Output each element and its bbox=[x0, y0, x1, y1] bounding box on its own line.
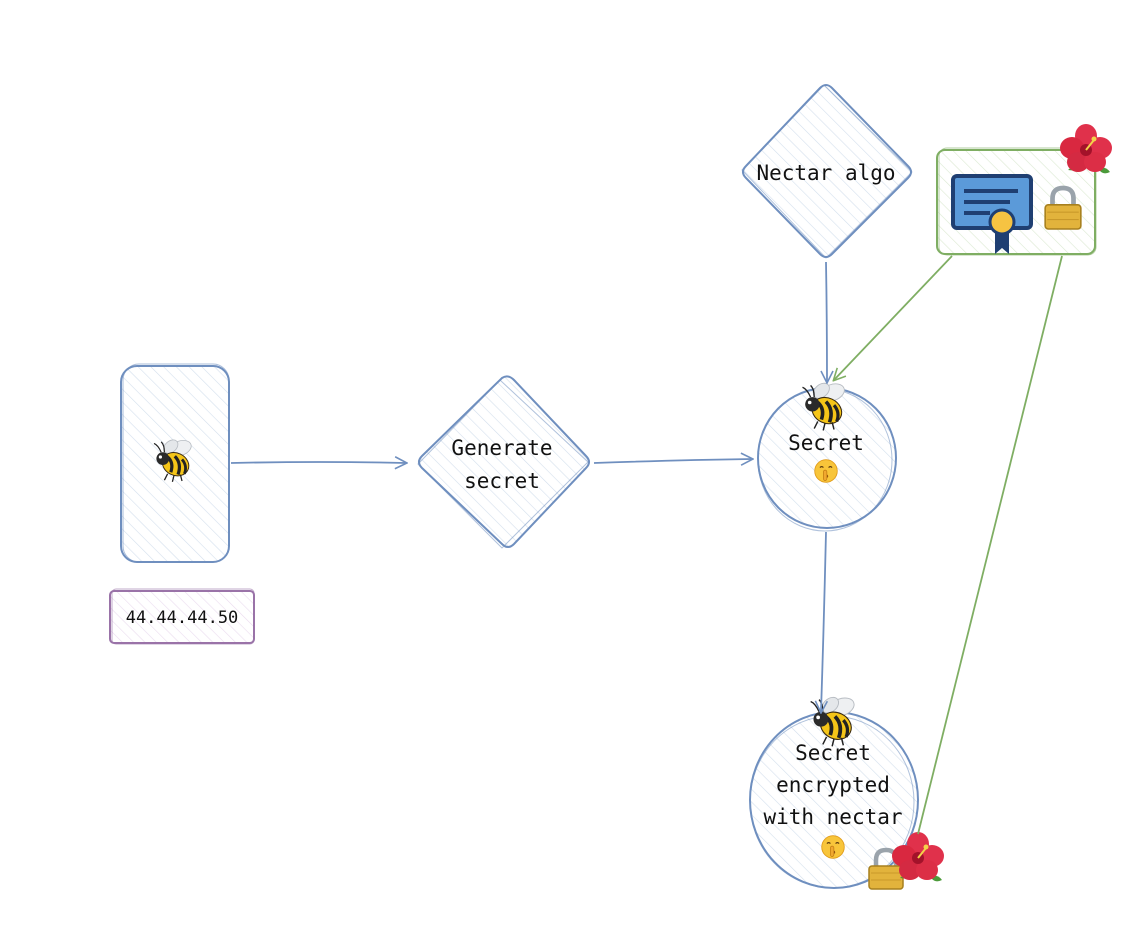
nectar-algo-label: Nectar algo bbox=[756, 161, 895, 185]
line-certificate-to-encrypted bbox=[917, 255, 1063, 835]
shushing-face-icon bbox=[821, 835, 845, 859]
client-ip-label[interactable]: 44.44.44.50 bbox=[109, 588, 255, 645]
arrow-secret-to-encrypted bbox=[821, 531, 826, 712]
arrow-nectar-to-secret bbox=[826, 261, 827, 382]
generate-secret-line-2: secret bbox=[464, 469, 540, 493]
certificate-icon bbox=[951, 174, 1033, 254]
secret-encrypted-node[interactable]: Secret encrypted with nectar bbox=[749, 694, 919, 889]
generate-secret-line-1: Generate bbox=[451, 436, 552, 460]
certificate-node[interactable] bbox=[936, 147, 1097, 256]
shushing-face-icon bbox=[814, 459, 838, 483]
arrow-generate-to-secret bbox=[593, 459, 752, 463]
secret-label: Secret bbox=[788, 431, 864, 455]
nectar-algo-node[interactable]: Nectar algo bbox=[741, 84, 913, 259]
secret-node[interactable]: Secret bbox=[757, 380, 897, 532]
arrow-certificate-to-secret bbox=[834, 255, 953, 380]
secret-encrypted-line-2: encrypted bbox=[776, 773, 890, 797]
secret-encrypted-line-3: with nectar bbox=[763, 805, 902, 829]
generate-secret-node[interactable]: Generate secret bbox=[417, 375, 590, 549]
arrow-client-to-generate bbox=[230, 462, 406, 463]
client-device[interactable] bbox=[120, 363, 230, 563]
secret-encrypted-line-1: Secret bbox=[795, 741, 871, 765]
client-ip-text: 44.44.44.50 bbox=[126, 608, 239, 628]
